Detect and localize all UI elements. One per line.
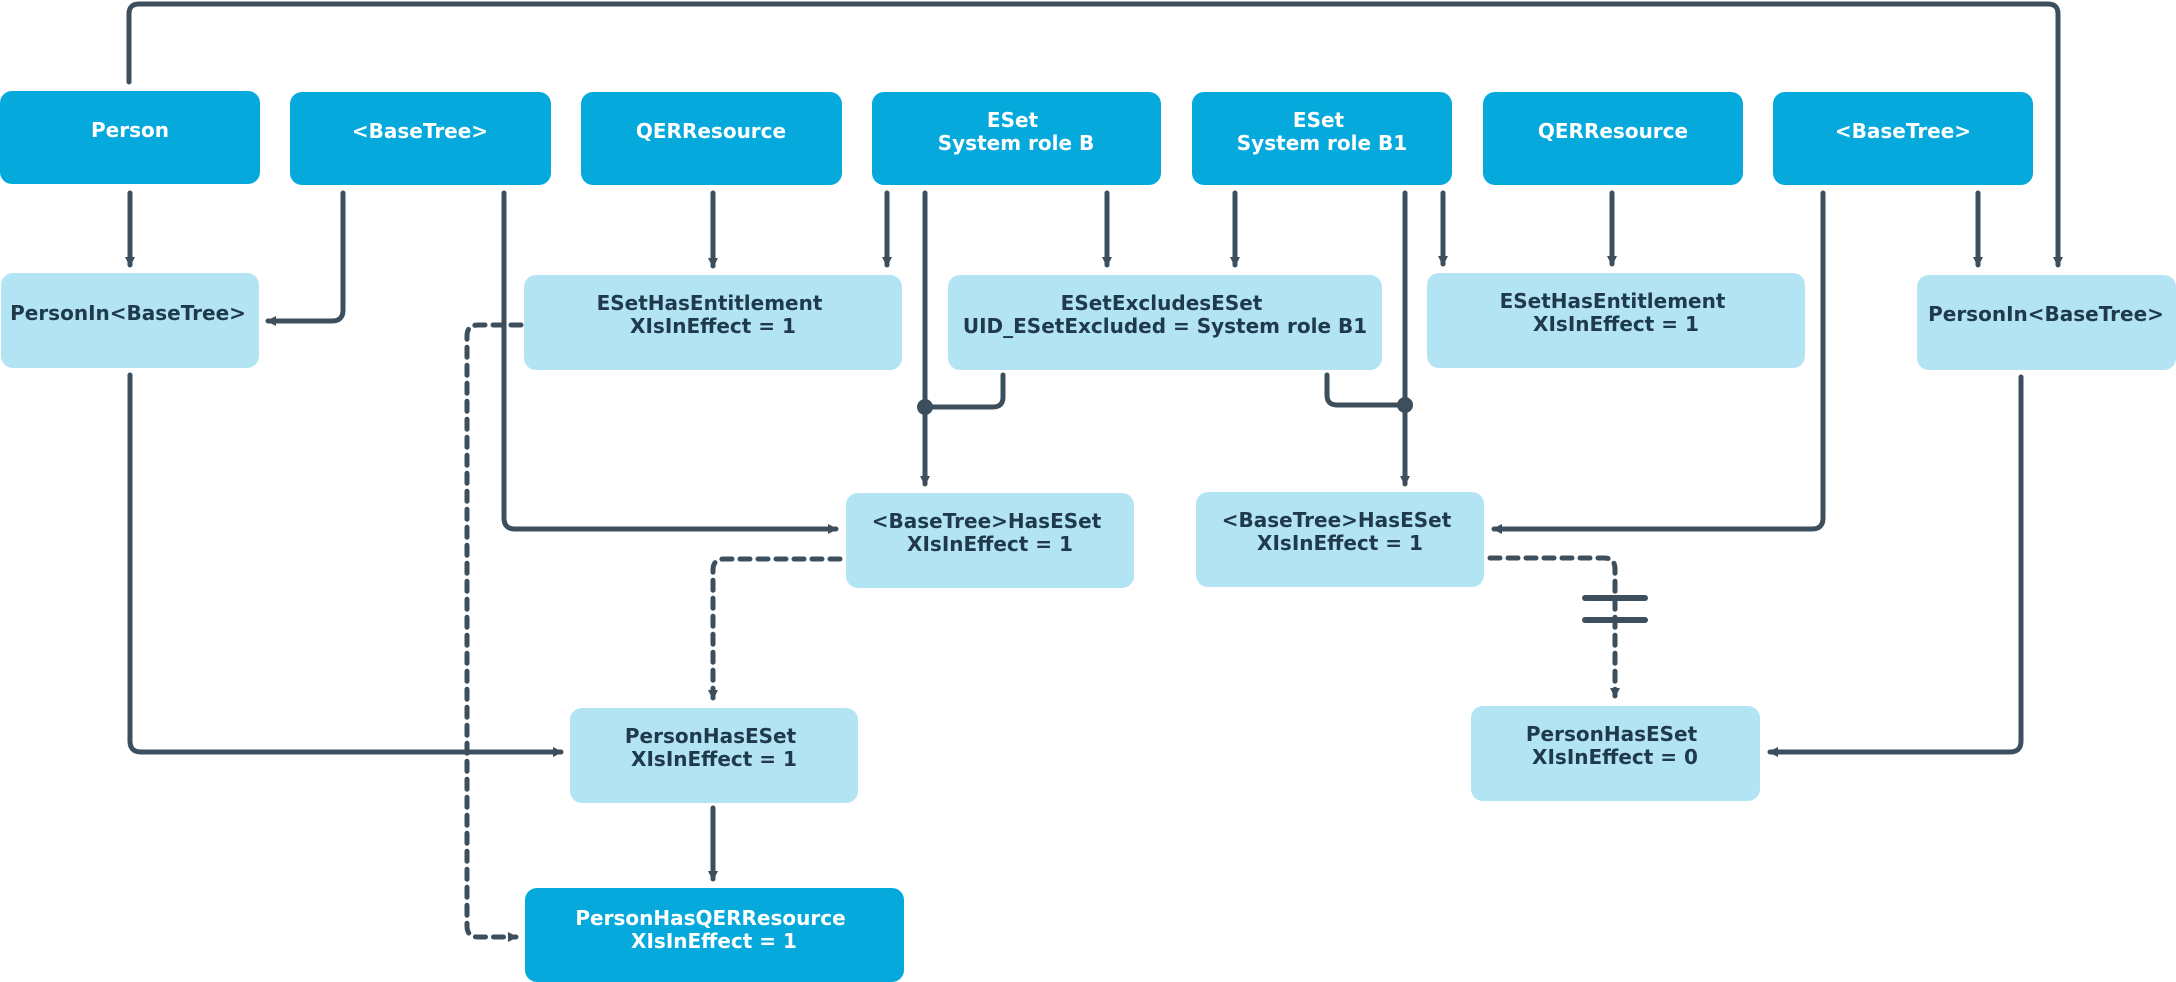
node-qerresource-top-left-label: QERResource xyxy=(636,119,786,143)
node-person-top: Person xyxy=(0,91,260,184)
node-qerresource-top-left: QERResource xyxy=(581,92,842,185)
node-basetree-top-left-box xyxy=(290,92,551,185)
node-basetreehaseset-right-line-1: <BaseTree>HasESet xyxy=(1222,508,1452,532)
node-qerresource-top-right-line-1: QERResource xyxy=(1538,119,1688,143)
node-esetexcludeseset: ESetExcludesESet UID_ESetExcluded = Syst… xyxy=(948,275,1382,370)
node-eset-system-role-b-line-2: System role B xyxy=(938,131,1095,155)
node-person-top-line-1: Person xyxy=(91,118,169,142)
edge-personin-to-personhaseset-left xyxy=(127,372,564,757)
edge-excludes-join-right xyxy=(1324,372,1408,408)
node-personhasqerresource-label: PersonHasQERResource XIsInEffect = 1 xyxy=(575,906,852,953)
node-personhasqerresource-line-1: PersonHasQERResource xyxy=(575,906,845,930)
node-basetree-top-left-line-1: <BaseTree> xyxy=(352,119,488,143)
node-personhaseset-right-line-2: XIsInEffect = 0 xyxy=(1532,745,1698,769)
node-personin-basetree-right-line-1: PersonIn<BaseTree> xyxy=(1928,302,2164,326)
edge-person-loop-to-personin-right xyxy=(126,1,2063,268)
node-esetexcludeseset-line-2: UID_ESetExcluded = System role B1 xyxy=(963,314,1367,338)
node-basetree-top-right: <BaseTree> xyxy=(1773,92,2033,185)
node-esethasentitlement-left-label: ESetHasEntitlement XIsInEffect = 1 xyxy=(597,291,830,338)
node-esethasentitlement-right-box xyxy=(1427,273,1805,368)
node-personhaseset-left-box xyxy=(570,708,858,803)
node-personin-basetree-right-box xyxy=(1917,275,2176,370)
node-esethasentitlement-right: ESetHasEntitlement XIsInEffect = 1 xyxy=(1427,273,1805,368)
node-basetreehaseset-left-line-2: XIsInEffect = 1 xyxy=(907,532,1073,556)
node-personin-basetree-left: PersonIn<BaseTree> xyxy=(1,273,259,368)
node-eset-system-role-b1-box xyxy=(1192,92,1452,185)
edge-basetreehaseset-to-personhaseset-right xyxy=(1487,555,1620,699)
node-basetree-top-left: <BaseTree> xyxy=(290,92,551,185)
edge-personin-to-personhaseset-right xyxy=(1767,374,2024,757)
node-eset-system-role-b1-label: ESet System role B1 xyxy=(1237,108,1407,155)
node-eset-system-role-b: ESet System role B xyxy=(872,92,1161,185)
node-person-top-label: Person xyxy=(91,118,169,142)
node-basetreehaseset-right-box xyxy=(1196,492,1484,587)
node-basetreehaseset-left-box xyxy=(846,493,1134,588)
node-personhasqerresource-line-2: XIsInEffect = 1 xyxy=(631,929,797,953)
node-basetreehaseset-left: <BaseTree>HasESet XIsInEffect = 1 xyxy=(846,493,1134,588)
node-basetreehaseset-right-label: <BaseTree>HasESet XIsInEffect = 1 xyxy=(1222,508,1458,555)
node-eset-system-role-b1-line-1: ESet xyxy=(1293,108,1345,132)
node-esethasentitlement-right-line-2: XIsInEffect = 1 xyxy=(1533,312,1699,336)
node-personhaseset-right-box xyxy=(1471,706,1760,801)
node-basetreehaseset-right: <BaseTree>HasESet XIsInEffect = 1 xyxy=(1196,492,1484,587)
node-basetreehaseset-left-line-1: <BaseTree>HasESet xyxy=(872,509,1102,533)
node-esetexcludeseset-box xyxy=(948,275,1382,370)
node-qerresource-top-left-line-1: QERResource xyxy=(636,119,786,143)
node-eset-system-role-b-box xyxy=(872,92,1161,185)
node-personhaseset-right-label: PersonHasESet XIsInEffect = 0 xyxy=(1526,722,1704,769)
node-basetreehaseset-left-label: <BaseTree>HasESet XIsInEffect = 1 xyxy=(872,509,1108,556)
connectors xyxy=(125,1,2063,942)
junction-dot-right xyxy=(1397,397,1413,413)
nodes: Person <BaseTree> QERResource ESet Syste… xyxy=(0,91,2176,982)
node-esethasentitlement-left: ESetHasEntitlement XIsInEffect = 1 xyxy=(524,275,902,370)
node-esethasentitlement-left-box xyxy=(524,275,902,370)
node-basetree-top-right-label: <BaseTree> xyxy=(1835,119,1971,143)
node-esethasentitlement-left-line-1: ESetHasEntitlement xyxy=(597,291,823,315)
edge-entitlement-to-personhasqer xyxy=(464,322,524,942)
node-eset-system-role-b-label: ESet System role B xyxy=(938,108,1095,155)
node-personhaseset-left-label: PersonHasESet XIsInEffect = 1 xyxy=(625,724,803,771)
node-personin-basetree-left-box xyxy=(1,273,259,368)
node-personhaseset-left-line-2: XIsInEffect = 1 xyxy=(631,747,797,771)
edge-basetree-to-basetreehaseset-left xyxy=(501,190,839,534)
node-qerresource-top-right-label: QERResource xyxy=(1538,119,1688,143)
node-esetexcludeseset-line-1: ESetExcludesESet xyxy=(1061,291,1263,315)
edge-excludes-join-left xyxy=(922,372,1006,410)
node-person-top-box xyxy=(0,91,260,184)
node-personin-basetree-right: PersonIn<BaseTree> xyxy=(1917,275,2176,370)
node-esethasentitlement-right-label: ESetHasEntitlement XIsInEffect = 1 xyxy=(1500,289,1733,336)
node-basetree-top-left-label: <BaseTree> xyxy=(352,119,488,143)
node-personin-basetree-right-label: PersonIn<BaseTree> xyxy=(1928,302,2164,326)
node-qerresource-top-left-box xyxy=(581,92,842,185)
node-esethasentitlement-right-line-1: ESetHasEntitlement xyxy=(1500,289,1726,313)
node-qerresource-top-right: QERResource xyxy=(1483,92,1743,185)
node-eset-system-role-b1-line-2: System role B1 xyxy=(1237,131,1407,155)
node-eset-system-role-b1: ESet System role B1 xyxy=(1192,92,1452,185)
edge-basetreehaseset-to-personhaseset-left xyxy=(708,556,843,701)
node-esetexcludeseset-label: ESetExcludesESet UID_ESetExcluded = Syst… xyxy=(963,291,1367,338)
node-personin-basetree-left-label: PersonIn<BaseTree> xyxy=(10,301,246,325)
node-basetree-top-right-box xyxy=(1773,92,2033,185)
node-personhaseset-right-line-1: PersonHasESet xyxy=(1526,722,1698,746)
node-personhasqerresource-box xyxy=(525,888,904,982)
node-basetree-top-right-line-1: <BaseTree> xyxy=(1835,119,1971,143)
node-personhaseset-left-line-1: PersonHasESet xyxy=(625,724,797,748)
node-personhaseset-right: PersonHasESet XIsInEffect = 0 xyxy=(1471,706,1760,801)
node-eset-system-role-b-line-1: ESet xyxy=(987,108,1039,132)
node-personhaseset-left: PersonHasESet XIsInEffect = 1 xyxy=(570,708,858,803)
edge-basetreeright-to-basetreehaseset-right xyxy=(1491,190,1826,534)
node-esethasentitlement-left-line-2: XIsInEffect = 1 xyxy=(630,314,796,338)
node-qerresource-top-right-box xyxy=(1483,92,1743,185)
junction-dot-left xyxy=(917,399,933,415)
node-personin-basetree-left-line-1: PersonIn<BaseTree> xyxy=(10,301,246,325)
edge-basetree-to-personin-left xyxy=(265,190,346,326)
node-personhasqerresource: PersonHasQERResource XIsInEffect = 1 xyxy=(525,888,904,982)
node-basetreehaseset-right-line-2: XIsInEffect = 1 xyxy=(1257,531,1423,555)
